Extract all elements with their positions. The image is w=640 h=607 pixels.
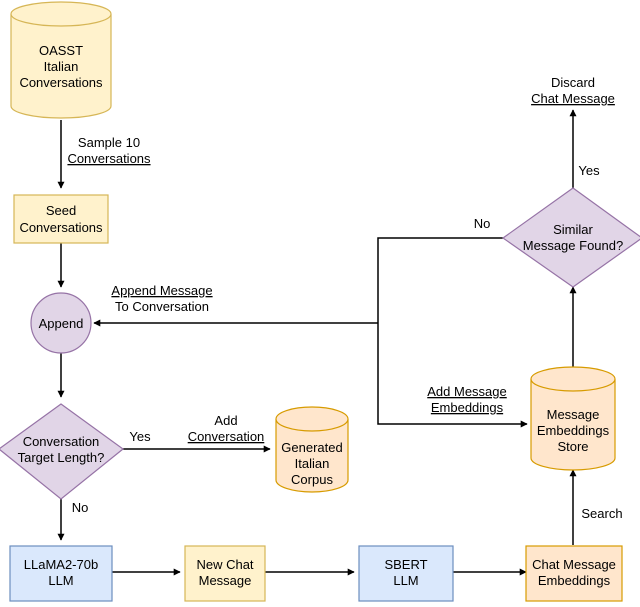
append-message-label-2: To Conversation [115,299,209,314]
add-conversation-label-2: Conversation [188,429,265,444]
add-embeddings-label-2: Embeddings [431,400,504,415]
seed-conversations-node: Seed Conversations [13,194,109,244]
embeddings-label-1: Chat Message [532,557,616,572]
oasst-label-3: Conversations [19,75,103,90]
store-label-2: Embeddings [537,423,610,438]
sbert-label-1: SBERT [384,557,427,572]
discard-label-1: Discard [551,75,595,90]
sbert-label-2: LLM [393,573,418,588]
no-target-label: No [72,500,89,515]
sample-label-2: Conversations [67,151,151,166]
yes-target-label: Yes [129,429,151,444]
append-message-label-1: Append Message [111,283,212,298]
append-node: Append [30,292,92,354]
oasst-source-node: OASST Italian Conversations [10,1,112,119]
chat-message-embeddings-node: Chat Message Embeddings [525,545,623,602]
append-label: Append [39,316,84,331]
embeddings-store-node: Message Embeddings Store [530,366,616,471]
target-label-1: Conversation [23,434,100,449]
yes-similar-label: Yes [578,163,600,178]
edge-to-store [377,323,528,428]
no-similar-label: No [474,216,491,231]
similar-message-decision: Similar Message Found? [501,187,640,288]
llama-label-2: LLM [48,573,73,588]
oasst-label-1: OASST [39,43,83,58]
similar-label-1: Similar [553,222,593,237]
newchat-label-2: Message [199,573,252,588]
similar-label-2: Message Found? [523,238,623,253]
newchat-label-1: New Chat [196,557,253,572]
edges [57,109,577,576]
embeddings-label-2: Embeddings [538,573,611,588]
store-label-1: Message [547,407,600,422]
llama-node: LLaMA2-70b LLM [9,545,113,602]
add-embeddings-label-1: Add Message [427,384,507,399]
add-conversation-label-1: Add [214,413,237,428]
search-label: Search [581,506,622,521]
target-length-decision: Conversation Target Length? [0,403,124,500]
target-label-2: Target Length? [18,450,105,465]
discard-node: Discard Chat Message [531,75,615,106]
sample-label-1: Sample 10 [78,135,140,150]
llama-label-1: LLaMA2-70b [24,557,98,572]
oasst-label-2: Italian [44,59,79,74]
corpus-label-2: Italian [295,456,330,471]
corpus-label-1: Generated [281,440,342,455]
edge-similar-no [377,237,503,323]
store-label-3: Store [557,439,588,454]
corpus-label-3: Corpus [291,472,333,487]
generated-corpus-node: Generated Italian Corpus [275,406,349,493]
discard-label-2: Chat Message [531,91,615,106]
new-chat-message-node: New Chat Message [184,545,266,602]
seed-label-2: Conversations [19,220,103,235]
sbert-node: SBERT LLM [358,545,454,602]
seed-label-1: Seed [46,203,76,218]
